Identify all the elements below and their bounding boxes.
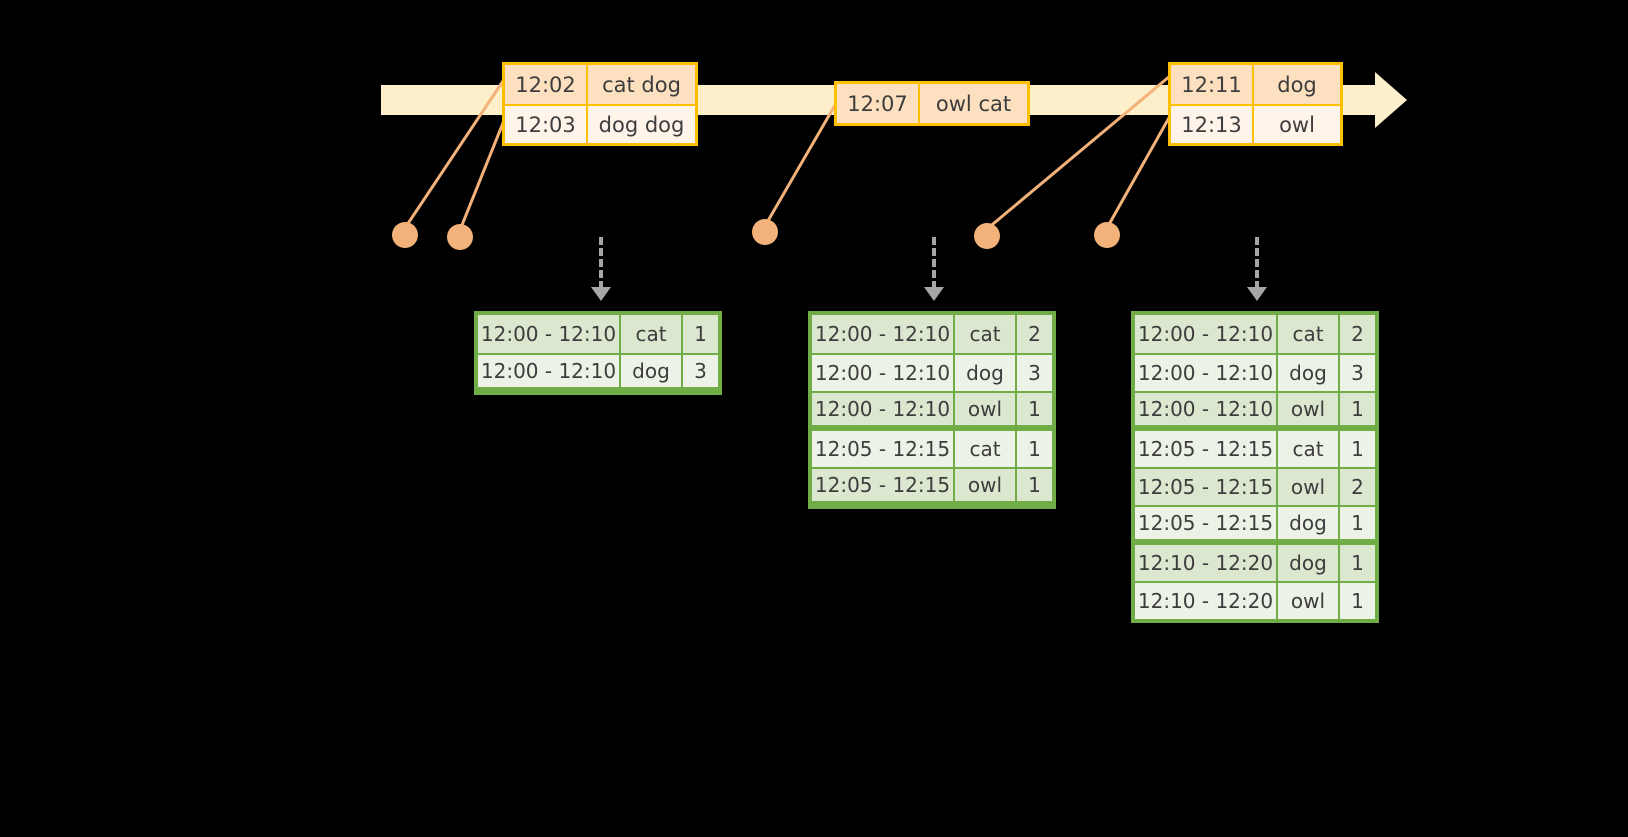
window-cell: 12:00 - 12:10 [1135,315,1278,353]
count-cell: 1 [1340,545,1375,581]
event-words: dog dog [588,106,695,143]
event-group-1[interactable]: 12:02 cat dog 12:03 dog dog [502,62,698,146]
key-cell: dog [1278,355,1340,391]
arrow-shaft [932,237,936,289]
count-cell: 1 [1017,393,1052,425]
window-cell: 12:00 - 12:10 [478,315,621,353]
event-group-3[interactable]: 12:11 dog 12:13 owl [1168,62,1343,146]
count-cell: 2 [1017,315,1052,353]
event-dot-4 [974,223,1000,249]
event-row: 12:07 owl cat [837,84,1027,123]
event-words: owl cat [920,84,1027,123]
event-dot-2 [447,224,473,250]
event-row: 12:03 dog dog [505,104,695,143]
count-cell: 1 [1340,583,1375,619]
key-cell: cat [955,315,1017,353]
count-cell: 3 [1017,355,1052,391]
event-dot-1 [392,222,418,248]
window-cell: 12:10 - 12:20 [1135,545,1278,581]
arrow-head-icon [924,287,944,301]
window-cell: 12:05 - 12:15 [812,469,955,501]
event-dot-3 [752,219,778,245]
key-cell: owl [1278,469,1340,505]
count-cell: 1 [683,315,718,353]
window-cell: 12:00 - 12:10 [812,393,955,425]
key-cell: dog [955,355,1017,391]
arrow-shaft [599,237,603,289]
key-cell: cat [1278,315,1340,353]
count-cell: 3 [683,355,718,387]
key-cell: owl [1278,583,1340,619]
key-cell: owl [955,393,1017,425]
event-time: 12:11 [1171,65,1254,104]
event-row: 12:13 owl [1171,104,1340,143]
key-cell: owl [955,469,1017,501]
window-cell: 12:00 - 12:10 [1135,355,1278,391]
arrow-shaft [1255,237,1259,289]
window-cell: 12:05 - 12:15 [1135,507,1278,539]
window-cell: 12:00 - 12:10 [478,355,621,387]
event-time: 12:07 [837,84,920,123]
count-cell: 1 [1340,431,1375,467]
event-dot-5 [1094,222,1120,248]
key-cell: cat [621,315,683,353]
key-cell: cat [955,431,1017,467]
event-group-2[interactable]: 12:07 owl cat [834,81,1030,126]
event-row: 12:11 dog [1171,65,1340,104]
count-cell: 1 [1340,393,1375,425]
event-row: 12:02 cat dog [505,65,695,104]
key-cell: dog [1278,507,1340,539]
key-cell: dog [1278,545,1340,581]
window-cell: 12:10 - 12:20 [1135,583,1278,619]
count-cell: 1 [1017,469,1052,501]
count-cell: 3 [1340,355,1375,391]
count-cell: 2 [1340,469,1375,505]
key-cell: owl [1278,393,1340,425]
count-cell: 1 [1340,507,1375,539]
event-words: dog [1254,65,1340,104]
window-cell: 12:00 - 12:10 [812,315,955,353]
event-time: 12:02 [505,65,588,104]
window-cell: 12:00 - 12:10 [1135,393,1278,425]
window-cell: 12:00 - 12:10 [812,355,955,391]
arrow-head-icon [1247,287,1267,301]
event-time: 12:03 [505,106,588,143]
key-cell: cat [1278,431,1340,467]
window-cell: 12:05 - 12:15 [1135,469,1278,505]
event-words: owl [1254,106,1340,143]
arrow-head-icon [591,287,611,301]
count-cell: 2 [1340,315,1375,353]
window-cell: 12:05 - 12:15 [812,431,955,467]
event-words: cat dog [588,65,695,104]
count-cell: 1 [1017,431,1052,467]
key-cell: dog [621,355,683,387]
window-cell: 12:05 - 12:15 [1135,431,1278,467]
timeline-arrow-head [1375,72,1407,128]
event-time: 12:13 [1171,106,1254,143]
